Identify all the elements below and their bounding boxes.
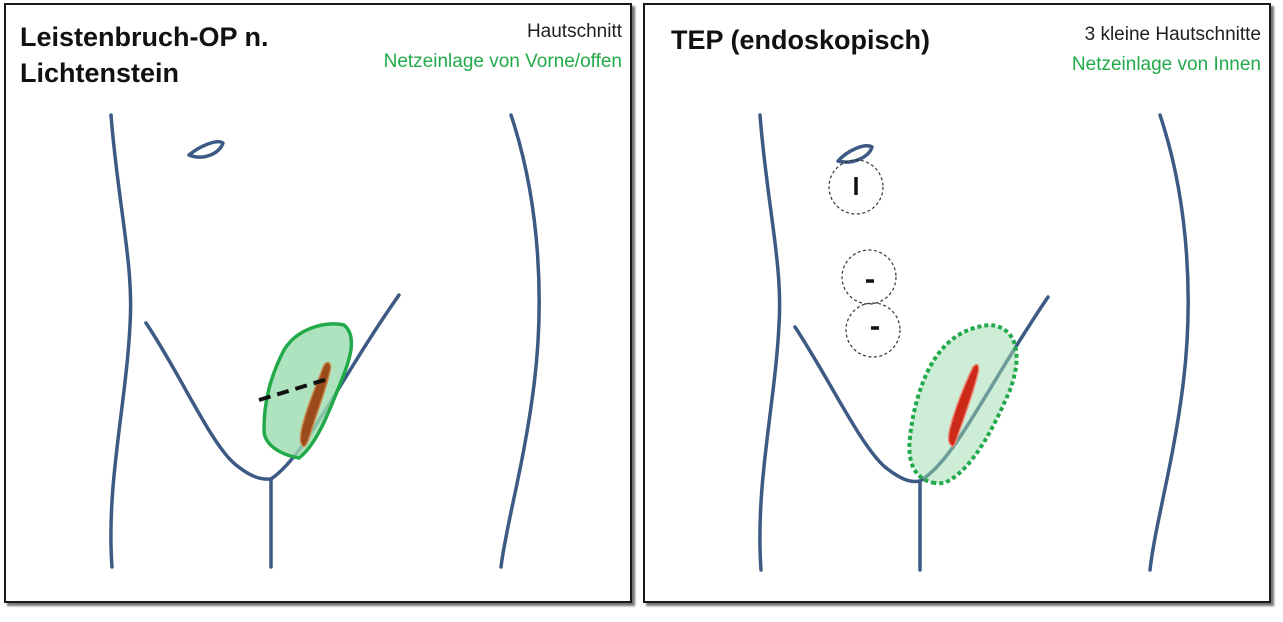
port-circle-navel xyxy=(828,159,884,215)
title-line-1: TEP (endoskopisch) xyxy=(671,25,931,55)
skin-incision xyxy=(258,376,332,402)
panel-title: TEP (endoskopisch) xyxy=(671,22,1001,58)
left-torso-contour xyxy=(758,113,782,572)
navel xyxy=(836,144,874,164)
lichtenstein-diagram xyxy=(109,113,541,569)
title-line-1: Leistenbruch-OP n. xyxy=(20,22,269,52)
port-circle-lower xyxy=(845,302,901,358)
legend-mesh: Netzeinlage von Innen xyxy=(1071,54,1261,75)
legend: Hautschnitt Netzeinlage von Vorne/offen xyxy=(384,17,622,77)
left-torso-contour xyxy=(109,113,133,569)
hernia-sac xyxy=(299,361,332,448)
hernia-sac xyxy=(947,363,980,448)
left-inguinal-line xyxy=(144,321,273,481)
right-torso-contour xyxy=(499,113,541,569)
legend-incision: 3 kleine Hautschnitte xyxy=(1084,24,1261,45)
navel xyxy=(187,140,225,159)
port-circle-upper xyxy=(841,249,897,305)
tep-panel: TEP (endoskopisch) 3 kleine Hautschnitte… xyxy=(643,3,1271,603)
right-torso-contour xyxy=(1148,113,1190,572)
trocar-ports xyxy=(828,159,901,358)
tep-diagram xyxy=(758,113,1190,572)
legend-mesh: Netzeinlage von Vorne/offen xyxy=(383,51,622,72)
mesh-patch xyxy=(262,322,354,460)
legend: 3 kleine Hautschnitte Netzeinlage von In… xyxy=(1072,20,1261,80)
title-line-2: Lichtenstein xyxy=(20,58,180,88)
panel-title: Leistenbruch-OP n. Lichtenstein xyxy=(20,19,320,91)
left-inguinal-line xyxy=(793,325,922,484)
legend-incision: Hautschnitt xyxy=(526,21,622,42)
lichtenstein-panel: Leistenbruch-OP n. Lichtenstein Hautschn… xyxy=(4,3,632,603)
